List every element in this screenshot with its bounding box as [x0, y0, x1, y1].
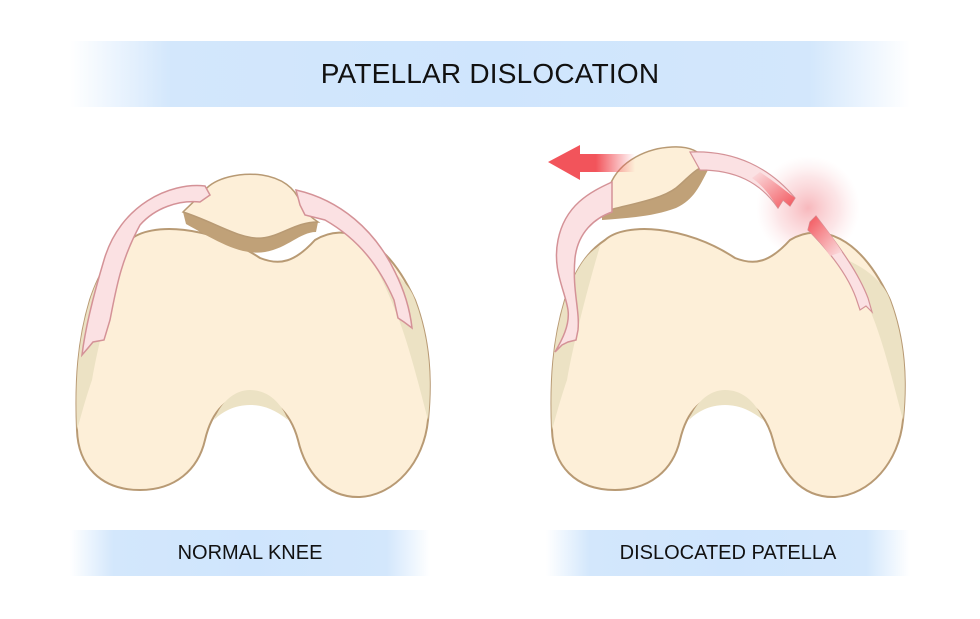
left-arrow-icon: [548, 145, 635, 180]
patella-cartilage-dislocated: [602, 168, 708, 220]
patella-normal: [181, 173, 321, 239]
page-title: PATELLAR DISLOCATION: [320, 58, 660, 89]
bone-shadow: [689, 390, 763, 420]
ligament-dislocated-left: [554, 180, 613, 353]
femur-normal: [75, 228, 431, 499]
ligament-normal: [80, 184, 211, 358]
bone-shadow: [214, 390, 288, 420]
bone-shadow: [76, 246, 125, 430]
tear-highlight: [808, 216, 842, 256]
label-normal-knee: NORMAL KNEE: [70, 530, 430, 576]
patella-cartilage-normal: [183, 212, 318, 253]
label-dislocated-patella: DISLOCATED PATELLA: [546, 530, 910, 576]
bone-shadow: [551, 246, 600, 430]
ligament-normal-right: [294, 188, 413, 330]
femur-dislocated: [550, 228, 906, 499]
injury-glow-icon: [756, 156, 860, 260]
panel-label: NORMAL KNEE: [177, 541, 323, 564]
tear-highlight: [752, 172, 795, 208]
bone-shadow: [847, 260, 905, 420]
title-banner: PATELLAR DISLOCATION: [70, 41, 910, 107]
dislocated-knee: [548, 145, 906, 499]
panel-label: DISLOCATED PATELLA: [619, 541, 837, 564]
normal-knee: [75, 173, 431, 499]
